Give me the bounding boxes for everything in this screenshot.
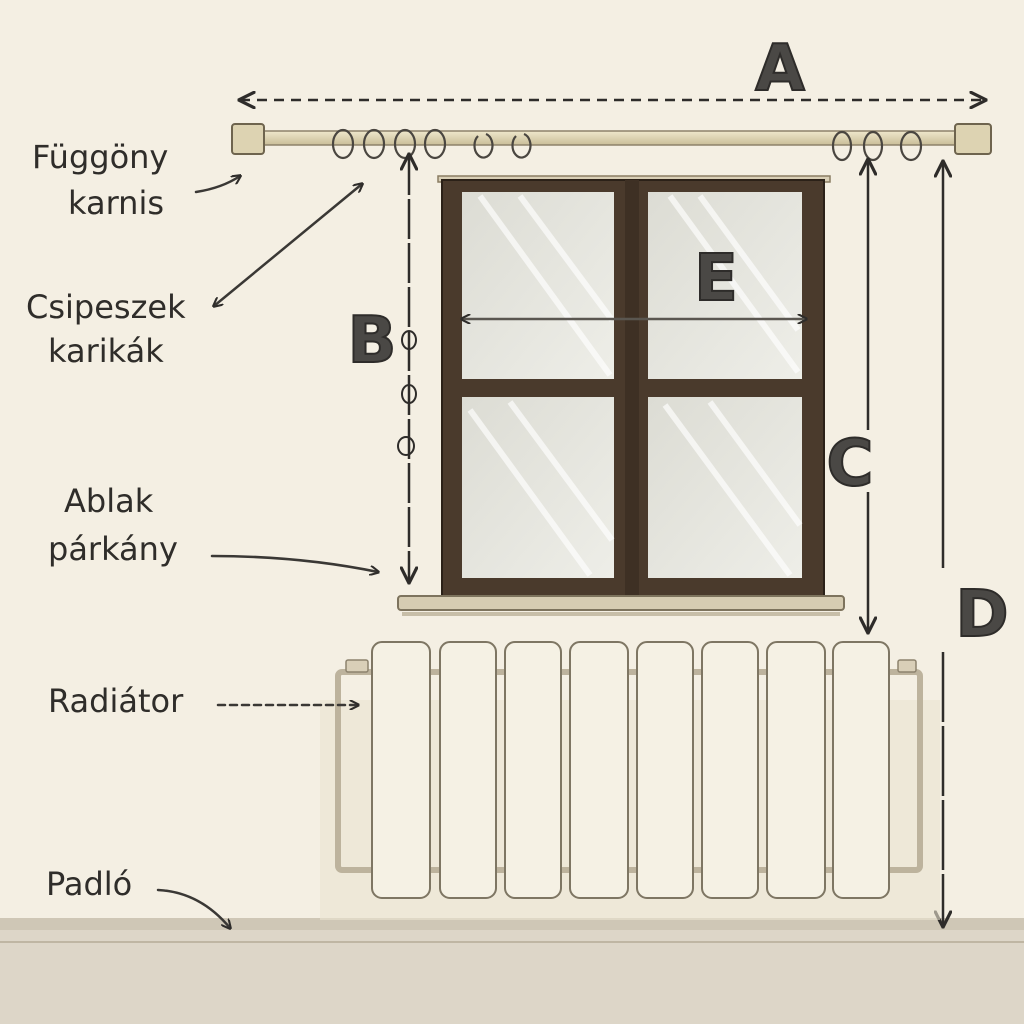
glass-reflections: [467, 194, 803, 577]
dimension-label-b: B: [348, 304, 397, 378]
callout-arrows: [156, 176, 378, 928]
dimension-b: [397, 155, 416, 582]
window: [437, 175, 831, 597]
radiator-fin: [701, 641, 759, 899]
floor: [0, 918, 1024, 1024]
curtain-rod: [231, 123, 992, 155]
label-curtain-rod-line2: karnis: [68, 184, 164, 222]
callout-arrow-clips: [214, 184, 362, 306]
radiator-fin: [569, 641, 629, 899]
rod-finial-left: [231, 123, 265, 155]
radiator-fin: [766, 641, 826, 899]
radiator-fin: [439, 641, 497, 899]
radiator-valve-left: [345, 659, 369, 673]
radiator-valve-right: [897, 659, 917, 673]
radiator-fin: [832, 641, 890, 899]
rod-finial-right: [954, 123, 992, 155]
window-pane: [648, 192, 802, 379]
window-pane: [462, 397, 614, 578]
label-floor: Padló: [46, 865, 132, 903]
radiator-fin: [636, 641, 694, 899]
radiator-fin: [504, 641, 562, 899]
dimension-label-e: E: [694, 242, 738, 316]
label-radiator: Radiátor: [48, 682, 184, 720]
label-clips-line1: Csipeszek: [26, 288, 186, 326]
callout-arrow-sill: [210, 554, 378, 572]
label-sill-line2: párkány: [48, 530, 178, 568]
label-curtain-rod-line1: Függöny: [32, 138, 168, 176]
label-clips-line2: karikák: [48, 332, 164, 370]
curtain-rings: [331, 128, 923, 162]
radiator: [320, 641, 940, 920]
radiator-fin: [371, 641, 431, 899]
dimension-label-c: C: [827, 427, 874, 501]
dimension-label-a: A: [755, 32, 805, 106]
window-sill: [397, 595, 845, 616]
window-mullion: [625, 180, 639, 596]
label-sill-line1: Ablak: [64, 482, 154, 520]
callout-arrow-floor: [156, 888, 230, 928]
dimension-label-d: D: [955, 578, 1008, 652]
